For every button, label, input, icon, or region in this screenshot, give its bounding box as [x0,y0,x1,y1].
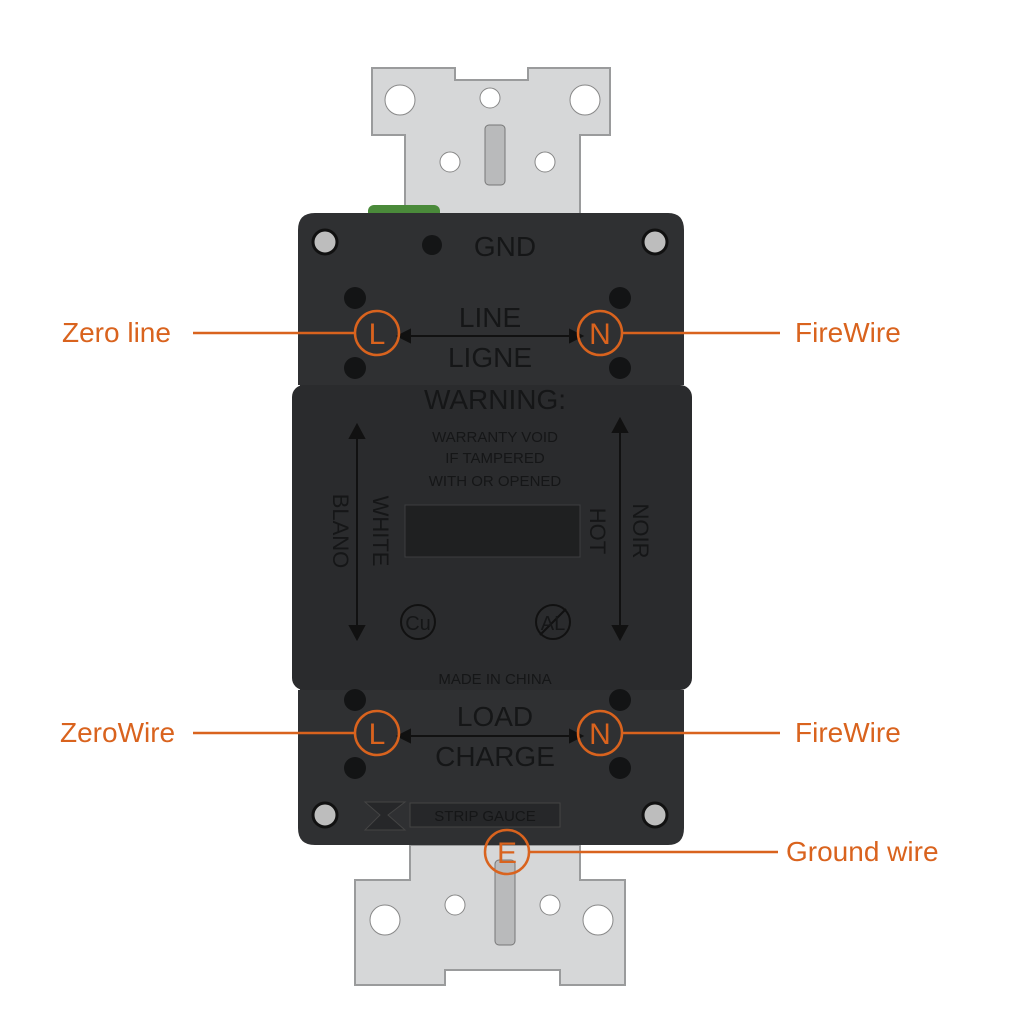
marker-letter: E [497,837,517,870]
marker-letter: L [369,318,386,351]
ground-e-marker [483,828,531,876]
firewire-bottom-label: FireWire [795,717,901,748]
warranty-line-2: IF TAMPERED [445,450,545,467]
hot-label: HOT [585,508,610,554]
made-in-label: MADE IN CHINA [438,671,551,688]
ground-wire-label: Ground wire [786,836,939,867]
charge-label: CHARGE [435,741,555,772]
load-l-marker [353,709,401,757]
marker-letter: L [369,718,386,751]
outlet-body [292,213,692,845]
warranty-line-1: WARRANTY VOID [432,429,558,446]
white-label: WHITE [368,496,393,567]
embossed-labels: GND LINE LIGNE WARNING: WARRANTY VOID IF… [328,231,653,825]
strip-gauge-label: STRIP GAUCE [434,808,535,825]
top-mounting-strap [368,67,611,227]
mounting-screw [484,124,506,186]
annotations [193,309,780,876]
bottom-mounting-strap [354,844,626,986]
line-l-marker [353,309,401,357]
ligne-label: LIGNE [448,342,532,373]
blano-label: BLANO [328,494,353,569]
gnd-label: GND [474,231,536,262]
mounting-screw [494,859,516,946]
copper-label: Cu [405,613,431,635]
warranty-line-3: WITH OR OPENED [429,473,562,490]
marker-letter: N [589,318,611,351]
marker-letter: N [589,718,611,751]
noir-label: NOIR [628,504,653,559]
zerowire-label: ZeroWire [60,717,175,748]
warning-label: WARNING: [424,384,566,415]
line-label: LINE [459,302,521,333]
firewire-top-label: FireWire [795,317,901,348]
load-label: LOAD [457,701,533,732]
zero-line-label: Zero line [62,317,171,348]
aluminum-label: AL [541,613,565,635]
load-n-marker [576,709,624,757]
line-n-marker [576,309,624,357]
